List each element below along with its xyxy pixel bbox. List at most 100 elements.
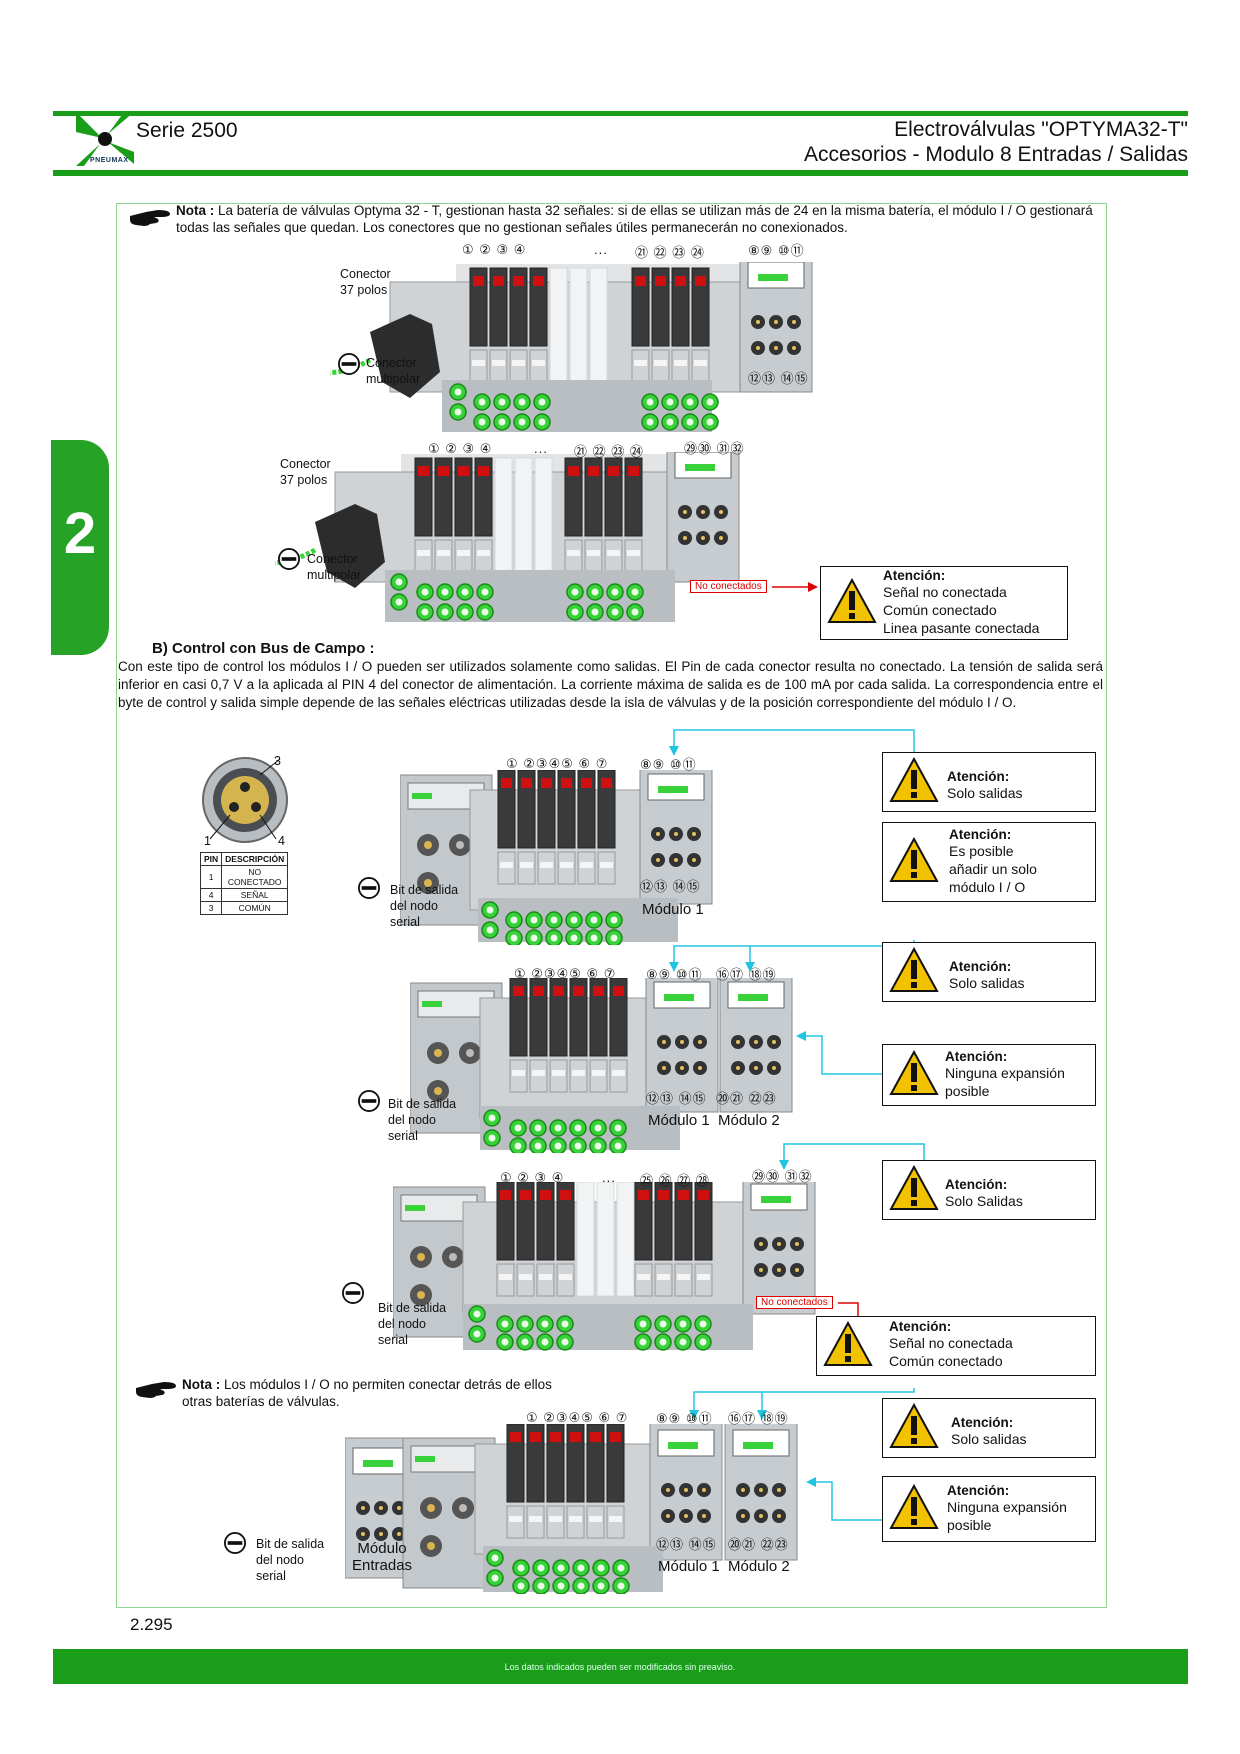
page-number: 2.295 — [130, 1615, 173, 1634]
warning-box-8: Atención: Solo salidas — [882, 1398, 1096, 1458]
cyan-arrow — [796, 1031, 882, 1075]
bit-output-icon — [358, 1090, 380, 1112]
module-2-pins-top: ⑯⑰ ⑱⑲ — [728, 1411, 789, 1426]
warning-icon — [823, 1321, 873, 1367]
module-pins-top: ⑧⑨ ⑩⑪ — [748, 243, 805, 258]
warning-icon — [889, 1050, 939, 1096]
warning-icon — [889, 947, 939, 993]
note-2-text: Los módulos I / O no permiten conectar d… — [182, 1377, 552, 1409]
warning-icon — [827, 578, 877, 624]
multipolar-connector-icon — [338, 353, 360, 375]
warning-box-9: Atención: Ninguna expansión posible — [882, 1476, 1096, 1542]
ellipsis: ... — [534, 441, 548, 456]
module-pins-bottom: ⑫⑬ ⑭⑮ — [748, 371, 809, 386]
bit-output-icon — [224, 1532, 246, 1554]
signal-numbers-1-4: ① ② ③ ④ — [428, 441, 493, 456]
valve-island-diagram-5 — [393, 1182, 816, 1351]
module-2-label: Módulo 2 — [728, 1558, 790, 1575]
signal-numbers-1-4: ① ② ③ ④ — [462, 242, 527, 257]
warning-icon — [889, 837, 939, 883]
cyan-arrow — [806, 1477, 892, 1521]
header-rule-top — [53, 111, 1188, 116]
module-1-label: Módulo 1 — [658, 1558, 720, 1575]
chapter-number: 2 — [63, 501, 97, 566]
module-2-pins-bottom: ⑳㉑ ㉒㉓ — [728, 1537, 789, 1552]
note-1: Nota : La batería de válvulas Optyma 32 … — [176, 202, 1096, 236]
module-2-pins-bottom: ⑳㉑ ㉒㉓ — [716, 1091, 777, 1106]
module-1-label: Módulo 1 — [642, 901, 704, 918]
signal-numbers-25-28: ㉕ ㉖ ㉗ ㉘ — [640, 1173, 710, 1188]
pointing-hand-icon — [134, 1378, 178, 1400]
cyan-arrow — [779, 1143, 925, 1170]
logo-text: PNEUMAX — [90, 157, 129, 164]
signal-numbers-21-24: ㉑ ㉒ ㉓ ㉔ — [574, 444, 644, 459]
pin-1-label: 1 — [204, 834, 211, 848]
pin-3-label: 3 — [274, 754, 281, 768]
module-pins-top: ㉙㉚ ㉛㉜ — [684, 441, 745, 456]
module-1-pins-bottom: ⑫⑬ ⑭⑮ — [646, 1091, 707, 1106]
module-1-pins-top: ⑧⑨ ⑩⑪ — [656, 1411, 713, 1426]
pin-4-label: 4 — [278, 834, 285, 848]
valve-island-diagram-3 — [400, 770, 713, 945]
valve-island-diagram-1 — [330, 262, 813, 432]
warning-icon — [889, 757, 939, 803]
section-b-text: Con este tipo de control los módulos I /… — [118, 659, 1103, 710]
note-2: Nota : Los módulos I / O no permiten con… — [182, 1376, 552, 1410]
not-connected-label: No conectados — [690, 580, 767, 593]
ellipsis: ... — [594, 242, 608, 257]
cyan-arrow — [669, 729, 915, 756]
section-b-title: B) Control con Bus de Campo : — [152, 640, 375, 657]
page-title-line2: Accesorios - Modulo 8 Entradas / Salidas — [803, 143, 1188, 166]
module-1-label: Módulo 1 — [648, 1112, 710, 1129]
signal-numbers: ① ②③④⑤ ⑥ ⑦ — [526, 1410, 629, 1425]
footer-bar — [53, 1649, 1188, 1684]
cyan-arrow — [689, 1388, 915, 1420]
valve-island-diagram-6 — [345, 1424, 798, 1594]
module-pins-top: ⑧⑨ ⑩⑪ — [640, 757, 697, 772]
red-arrow — [772, 582, 818, 592]
warning-box-3: Atención: Es posible añadir un solo módu… — [882, 822, 1096, 902]
signal-numbers-1-4: ① ② ③ ④ — [500, 1170, 565, 1185]
warning-icon — [889, 1403, 939, 1449]
module-1-pins-top: ⑧⑨ ⑩⑪ — [646, 967, 703, 982]
ellipsis: ... — [602, 1170, 616, 1185]
series-title: Serie 2500 — [136, 119, 238, 142]
footer-disclaimer: Los datos indicados pueden ser modificad… — [504, 1662, 736, 1672]
valve-island-diagram-4 — [410, 978, 793, 1153]
page-title: Electroválvulas "OPTYMA32-T" Accesorios … — [804, 117, 1188, 167]
bit-output-icon — [342, 1282, 364, 1304]
module-2-pins-top: ⑯⑰ ⑱⑲ — [716, 967, 777, 982]
chapter-tab — [51, 440, 109, 655]
module-2-label: Módulo 2 — [718, 1112, 780, 1129]
warning-box-5: Atención: Ninguna expansión posible — [882, 1044, 1096, 1106]
valve-island-diagram-2 — [275, 452, 740, 622]
note-1-lead: Nota : — [176, 203, 215, 218]
note-1-text: La batería de válvulas Optyma 32 - T, ge… — [176, 203, 1093, 235]
warning-box-4: Atención: Solo salidas — [882, 942, 1096, 1002]
pneumax-logo-icon — [76, 112, 134, 166]
warning-box-6: Atención: Solo Salidas — [882, 1160, 1096, 1220]
signal-numbers: ① ②③④⑤ ⑥ ⑦ — [514, 966, 617, 981]
warning-box-1: Atención: Señal no conectada Común conec… — [820, 566, 1068, 640]
pointing-hand-icon — [128, 206, 172, 228]
module-pins-top: ㉙㉚ ㉛㉜ — [752, 1169, 813, 1184]
multipolar-connector-icon — [278, 548, 300, 570]
header-rule-bottom — [53, 170, 1188, 176]
warning-icon — [889, 1484, 939, 1530]
note-2-lead: Nota : — [182, 1377, 221, 1392]
module-pins-bottom: ⑫⑬ ⑭⑮ — [640, 879, 701, 894]
page-title-line1: Electroválvulas "OPTYMA32-T" — [894, 118, 1188, 141]
warning-box-7: Atención: Señal no conectada Común conec… — [816, 1316, 1096, 1376]
